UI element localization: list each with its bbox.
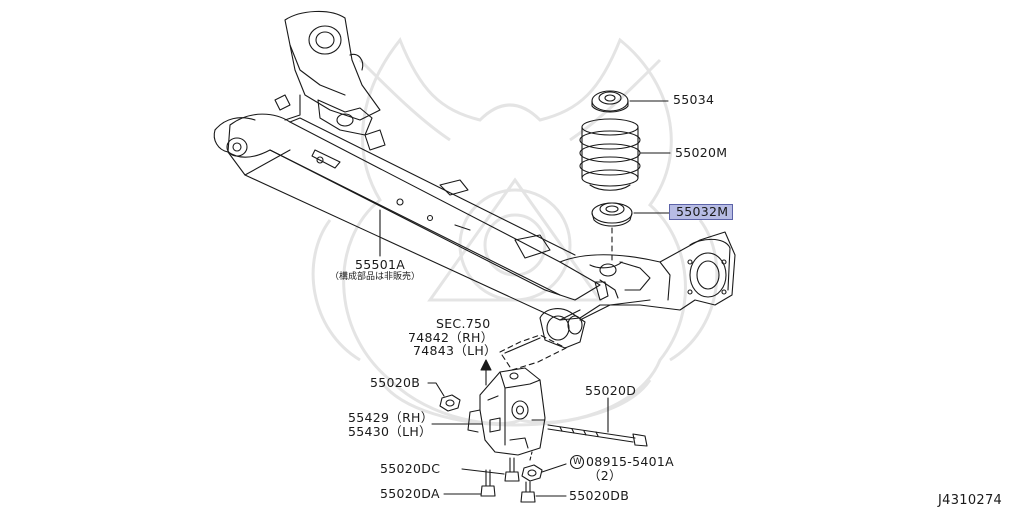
label-55020M[interactable]: 55020M: [675, 145, 728, 160]
label-74842[interactable]: 74842（RH）: [408, 330, 494, 345]
right-trailing-arm: [539, 231, 736, 349]
part-55020M-illustration: [579, 118, 641, 191]
part-55020D-bolt: [547, 424, 648, 447]
leader-55020B: [427, 382, 445, 397]
direction-arrow: [480, 359, 492, 386]
label-sec750: SEC.750: [436, 316, 491, 331]
label-55501A-note: （構成部品は非販売）: [330, 272, 421, 282]
left-bracket: [274, 10, 386, 151]
part-55429-bracket-illustration: [467, 367, 546, 456]
label-55020DC[interactable]: 55020DC: [380, 461, 441, 476]
diagram-id: J4310274: [938, 493, 1003, 508]
part-55020B-nut: [439, 394, 461, 412]
label-08915-5401A[interactable]: 08915-5401A: [586, 454, 674, 469]
watermark-emblem: [311, 37, 719, 427]
sec750-leader: [504, 337, 541, 354]
part-55034-illustration: [591, 90, 629, 113]
label-55020DB[interactable]: 55020DB: [569, 488, 630, 503]
washer-symbol-circle: [569, 454, 585, 470]
label-55020B[interactable]: 55020B: [370, 375, 421, 390]
part-55020DA-bolt: [480, 469, 496, 497]
label-55430[interactable]: 55430（LH）: [348, 424, 432, 439]
label-55020D[interactable]: 55020D: [585, 383, 637, 398]
part-55020DC-bolt: [504, 457, 520, 482]
label-55429[interactable]: 55429（RH）: [348, 410, 434, 425]
label-55034[interactable]: 55034: [673, 92, 715, 107]
leader-08915: [541, 463, 567, 473]
label-74843[interactable]: 74843（LH）: [413, 343, 497, 358]
label-08915-qty: （2）: [588, 468, 622, 483]
label-55020DA[interactable]: 55020DA: [380, 486, 440, 501]
axle-beam: [213, 113, 601, 321]
part-55032M-illustration: [591, 202, 633, 227]
leader-55020DC: [461, 468, 505, 475]
part-08915-nut: [521, 451, 543, 482]
label-55032M-highlighted[interactable]: 55032M: [668, 204, 734, 220]
part-55020DB-bolt: [520, 481, 536, 503]
label-55501A[interactable]: 55501A: [355, 257, 406, 272]
label-08915-prefix: W: [573, 457, 582, 467]
